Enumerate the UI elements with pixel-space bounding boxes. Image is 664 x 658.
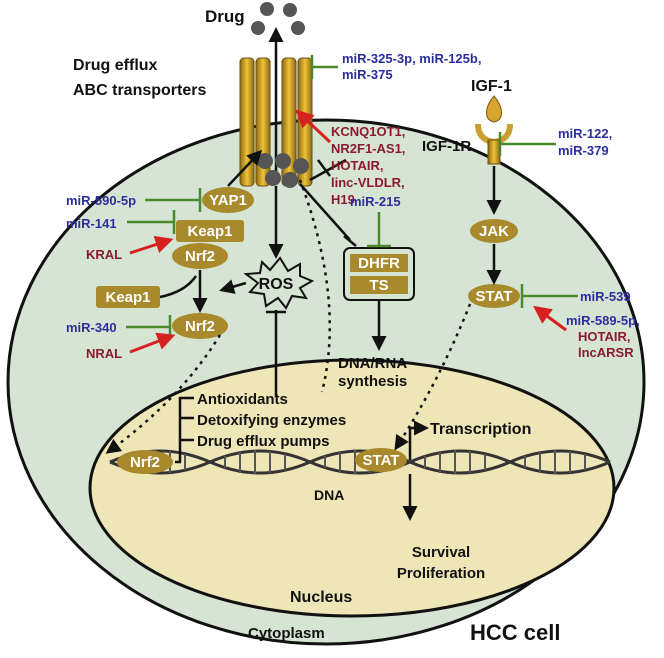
transcription-label: Transcription [430, 421, 531, 438]
ros-starburst: ROS [243, 256, 315, 310]
mir-transporter-label: miR-325-3p, miR-125b, [342, 51, 481, 66]
svg-text:STAT: STAT [363, 452, 400, 469]
lnc-transporter-0: KCNQ1OT1, [331, 124, 405, 139]
igf1-label: IGF-1 [471, 78, 512, 95]
efflux-label-line2: ABC transporters [73, 82, 206, 99]
lnc-transporter-3: linc-VLDLR, [331, 175, 405, 190]
lnc-transporter-4: H19 [331, 192, 355, 207]
lncrna-activation-arrows [129, 109, 567, 354]
nucleus [88, 358, 616, 618]
svg-text:Nrf2: Nrf2 [130, 454, 160, 471]
svg-text:TS: TS [369, 277, 388, 294]
mir-keap1-label: miR-141 [66, 216, 117, 231]
synthesis-label-line2: synthesis [338, 373, 407, 390]
mir-yap1-label: miR-590-5p [66, 193, 136, 208]
mir-igf1r-label-2: miR-379 [558, 143, 609, 158]
svg-text:ROS: ROS [259, 276, 294, 293]
svg-text:Keap1: Keap1 [187, 223, 232, 240]
outcome-proliferation: Proliferation [397, 565, 485, 582]
svg-text:STAT: STAT [476, 288, 513, 305]
lnc-transporter-2: HOTAIR, [331, 158, 383, 173]
mir-igf1r-label: miR-122, [558, 126, 612, 141]
lnc-stat-1: HOTAIR, [578, 329, 630, 344]
kral-label: KRAL [86, 247, 122, 262]
keap1-complex-box: Keap1 [176, 220, 244, 242]
jak-pill: JAK [470, 219, 518, 243]
outcome-survival: Survival [412, 544, 470, 561]
keap1-free-box: Keap1 [96, 286, 160, 308]
target-detox: Detoxifying enzymes [197, 412, 346, 429]
svg-text:Nrf2: Nrf2 [185, 248, 215, 265]
drug-label: Drug [205, 7, 245, 26]
stat-pill: STAT [468, 284, 520, 308]
target-efflux-pumps: Drug efflux pumps [197, 433, 330, 450]
lnc-stat-0: miR-589-5p, [566, 313, 640, 328]
svg-text:JAK: JAK [479, 223, 509, 240]
dotted-translocations [105, 179, 472, 454]
dhfr-ts-box: DHFR TS [343, 247, 415, 301]
pathway-connectors [159, 149, 502, 521]
mir-dhfr-label: miR-215 [350, 194, 401, 209]
synthesis-label-line1: DNA/RNA [338, 355, 407, 372]
igf1r-label: IGF-1R [422, 138, 471, 155]
nrf2-complex-pill: Nrf2 [172, 243, 228, 269]
target-antioxidants: Antioxidants [197, 391, 288, 408]
mir-transporter-label-2: miR-375 [342, 67, 393, 82]
nuclear-nrf2-pill: Nrf2 [117, 450, 173, 474]
efflux-label-line1: Drug efflux [73, 57, 158, 74]
cell-title: HCC cell [470, 620, 560, 645]
nuclear-stat-pill: STAT [355, 448, 407, 472]
nral-label: NRAL [86, 346, 122, 361]
svg-text:Keap1: Keap1 [105, 289, 150, 306]
cytoplasm-label: Cytoplasm [248, 625, 325, 642]
nucleus-label: Nucleus [290, 589, 352, 606]
igf1-receptor [475, 95, 513, 165]
yap1-pill: YAP1 [202, 187, 254, 213]
lnc-stat-2: lncARSR [578, 345, 634, 360]
svg-text:DHFR: DHFR [358, 255, 400, 272]
mir-stat-label: miR-539 [580, 289, 631, 304]
svg-text:YAP1: YAP1 [209, 192, 247, 209]
nrf2-free-pill: Nrf2 [172, 313, 228, 339]
mir-nrf2-label: miR-340 [66, 320, 117, 335]
lnc-transporter-1: NR2F1-AS1, [331, 141, 405, 156]
svg-text:Nrf2: Nrf2 [185, 318, 215, 335]
drug-molecules-outside [251, 2, 305, 35]
drug-molecules-inside [257, 153, 309, 188]
dna-label: DNA [314, 487, 344, 503]
